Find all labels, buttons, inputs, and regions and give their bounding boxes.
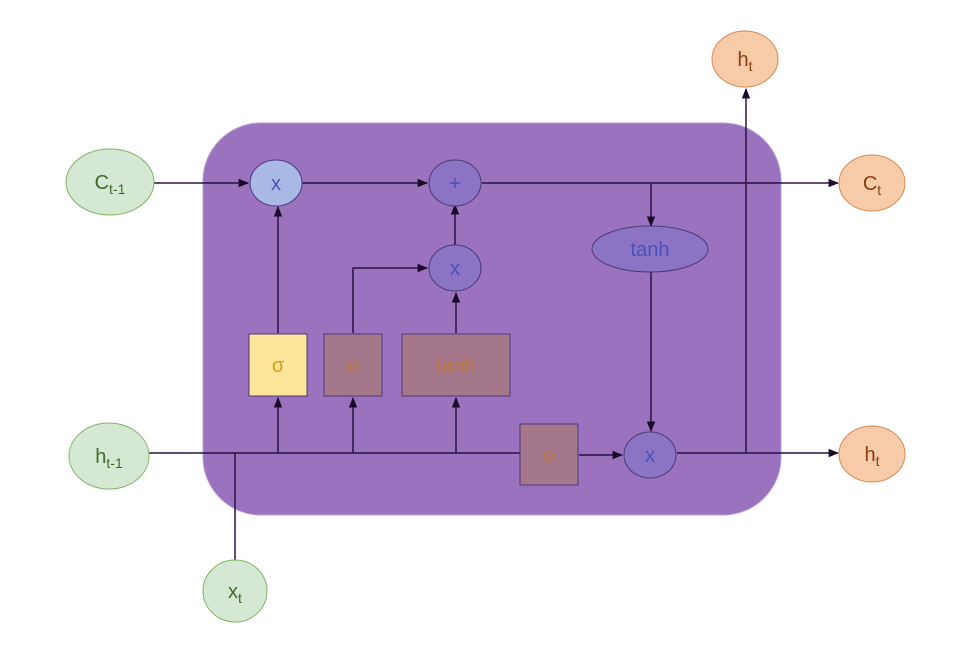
arrow-input-sigma-to-input-multiply — [352, 263, 429, 333]
cell-tanh-op: tanh — [591, 225, 709, 273]
forget-multiply-symbol: x — [271, 173, 281, 195]
output-node-c-t: Ct — [838, 154, 906, 212]
forget-gate-sigma: σ — [248, 333, 308, 397]
h-prev-subscript: t-1 — [106, 455, 123, 471]
x-t-label: x — [228, 581, 238, 603]
cell-tanh-label: tanh — [631, 239, 670, 261]
connections — [135, 87, 840, 560]
input-node-c-prev: Ct-1 — [65, 148, 155, 216]
svg-text:Ct: Ct — [863, 173, 881, 198]
h-prev-label: h — [95, 446, 106, 468]
svg-text:ht: ht — [737, 49, 752, 74]
lstm-cell-body — [202, 122, 782, 516]
svg-text:ht: ht — [864, 444, 879, 469]
output-node-h-t-top: ht — [711, 30, 779, 88]
input-multiply-symbol: x — [450, 258, 460, 280]
output-node-h-t-right: ht — [838, 425, 906, 483]
candidate-tanh-label: tanh — [437, 355, 476, 377]
candidate-tanh-layer: tanh — [401, 333, 511, 397]
input-multiply-op: x — [428, 244, 482, 292]
forget-gate-symbol: σ — [272, 355, 285, 377]
c-t-label: C — [863, 173, 877, 195]
input-node-h-prev: ht-1 — [68, 422, 150, 490]
forget-multiply-op: x — [249, 159, 303, 207]
add-op: + — [428, 159, 482, 207]
c-t-subscript: t — [877, 182, 881, 198]
svg-text:xt: xt — [228, 581, 242, 606]
add-symbol: + — [449, 173, 461, 195]
svg-text:Ct-1: Ct-1 — [95, 172, 126, 197]
input-gate-symbol: σ — [347, 355, 360, 377]
h-t-top-subscript: t — [749, 58, 753, 74]
h-t-right-label: h — [864, 444, 875, 466]
c-prev-label: C — [95, 172, 109, 194]
output-gate-symbol: σ — [543, 445, 556, 467]
svg-text:ht-1: ht-1 — [95, 446, 123, 471]
h-t-right-subscript: t — [876, 453, 880, 469]
x-t-subscript: t — [238, 590, 242, 606]
c-prev-subscript: t-1 — [109, 181, 126, 197]
h-t-top-label: h — [737, 49, 748, 71]
output-gate-sigma: σ — [519, 423, 579, 486]
input-gate-sigma: σ — [323, 333, 383, 397]
input-node-x-t: xt — [202, 559, 268, 623]
output-multiply-op: x — [623, 431, 677, 479]
output-multiply-symbol: x — [645, 445, 655, 467]
